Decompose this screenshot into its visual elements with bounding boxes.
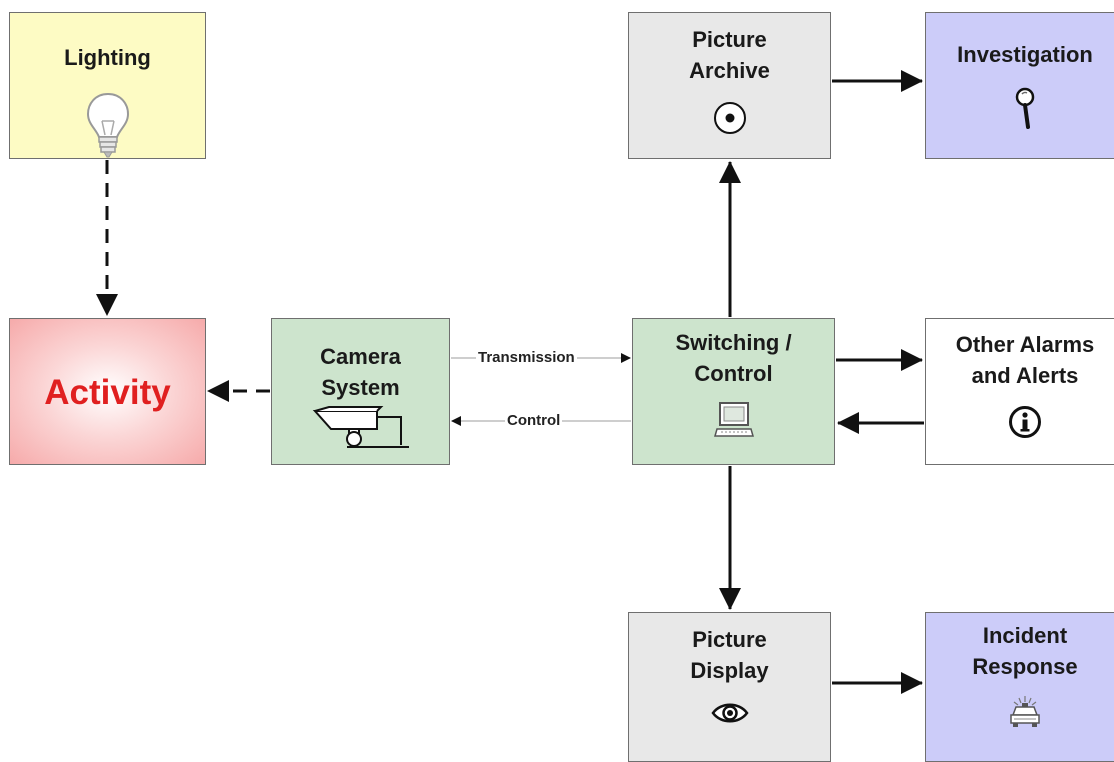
disc-record-icon xyxy=(629,101,830,135)
investigation-node: Investigation xyxy=(925,12,1114,159)
switching-control-node: Switching /Control xyxy=(632,318,835,465)
police-car-icon xyxy=(926,695,1114,731)
activity-label: Activity xyxy=(44,373,171,412)
info-icon xyxy=(926,405,1114,439)
computer-terminal-icon xyxy=(633,401,834,439)
control-label: Control xyxy=(505,412,563,430)
lighting-label: Lighting xyxy=(64,45,151,70)
eye-icon xyxy=(629,701,830,725)
investigation-label: Investigation xyxy=(957,42,1093,67)
security-camera-icon xyxy=(272,405,449,451)
lightbulb-icon xyxy=(10,91,205,161)
magnifier-icon xyxy=(926,87,1114,129)
switching-control-label: Switching /Control xyxy=(675,330,792,386)
activity-node: Activity xyxy=(9,318,206,465)
transmission-label: Transmission xyxy=(476,349,577,367)
lighting-node: Lighting xyxy=(9,12,206,159)
